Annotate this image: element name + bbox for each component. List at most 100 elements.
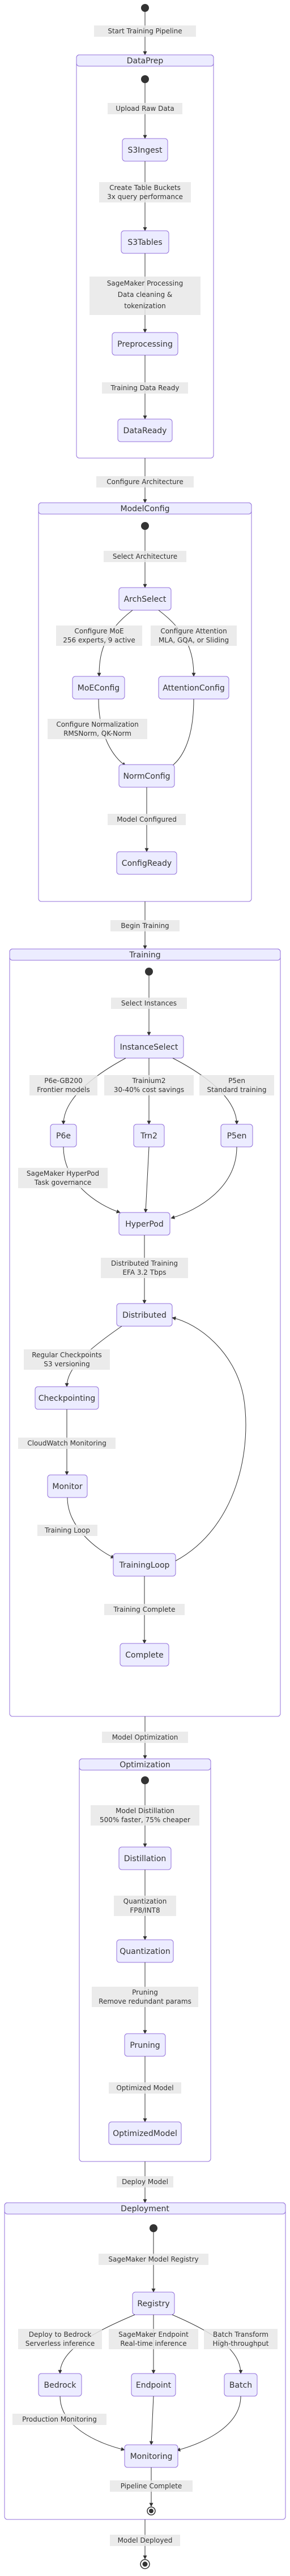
label-bg	[89, 277, 201, 315]
state-batch-label: Batch	[229, 2381, 252, 2390]
state-moeconfig-label: MoEConfig	[78, 684, 120, 693]
state-monitoring-label: Monitoring	[130, 2452, 173, 2461]
edge-label-checkpoints-2: S3 versioning	[44, 1360, 90, 1368]
edge-label-hyperpod-2: Task governance	[34, 1179, 91, 1186]
edge-label-start-training-pipeline: Start Training Pipeline	[108, 27, 182, 35]
edge-label-model-optimization: Model Optimization	[112, 1733, 178, 1741]
label-bg	[104, 551, 186, 562]
edge-label-distributed-2: EFA 3.2 Tbps	[122, 1268, 166, 1276]
label-bg	[48, 719, 147, 739]
composite-training-frame	[9, 948, 281, 1717]
edge-label-create-table-buckets-2: 3x query performance	[107, 193, 183, 201]
edge-label-configure-attention-1: Configure Attention	[160, 627, 227, 635]
edge-label-model-deployed: Model Deployed	[118, 2536, 173, 2544]
composite-training: Training	[9, 948, 281, 1717]
edge-p6e-hyperpod	[63, 1146, 121, 1214]
edge-label-configure-norm-1: Configure Normalization	[56, 720, 138, 728]
state-archselect[interactable]	[118, 587, 172, 611]
edge-label-trainium-1: Trainium2	[131, 1077, 165, 1085]
composite-deployment-title: Deployment	[121, 2204, 169, 2213]
label-bg	[18, 1168, 108, 1188]
state-p5en-label: P5en	[227, 1132, 247, 1141]
state-optimizedmodel[interactable]	[108, 2121, 182, 2145]
state-complete-label: Complete	[125, 1651, 163, 1660]
edge-label-configure-attention-2: MLA, GQA, or Sliding	[159, 636, 229, 644]
edge-moeconfig-normconfig	[98, 698, 126, 766]
state-trainingloop-label: TrainingLoop	[119, 1561, 170, 1570]
label-bg	[110, 2480, 193, 2492]
label-bg	[99, 182, 191, 202]
edge-label-registry: SageMaker Model Registry	[108, 2255, 198, 2263]
label-bg	[104, 1604, 185, 1615]
composite-dataprep-title: DataPrep	[127, 57, 164, 66]
state-trn2-label: Trn2	[140, 1132, 157, 1141]
edge-endpoint-monitoring	[149, 2396, 154, 2445]
composite-modelconfig: ModelConfig	[38, 502, 252, 902]
edge-label-p5en-2: Standard training	[207, 1086, 267, 1094]
state-registry-label: Registry	[137, 2299, 169, 2309]
edge-trainingloop-distributed-loop	[172, 1316, 246, 1561]
edge-bedrock-monitoring	[59, 2396, 125, 2451]
label-bg	[104, 1075, 194, 1095]
edge-label-sagemaker-processing-2: Data cleaning &	[118, 291, 172, 299]
label-bg	[12, 2414, 106, 2425]
composite-dataprep-header	[76, 54, 214, 67]
label-bg	[94, 25, 196, 37]
label-bg	[24, 1349, 110, 1370]
edge-label-prune-2: Remove redundant params	[99, 1997, 191, 2005]
label-bg	[18, 2329, 102, 2349]
label-bg	[29, 1075, 97, 1095]
edge-label-create-table-buckets-1: Create Table Buckets	[109, 184, 181, 192]
deployment-start-marker	[150, 2224, 157, 2232]
edge-label-distributed-1: Distributed Training	[111, 1259, 178, 1267]
label-bg	[91, 1805, 199, 1826]
state-distillation-label: Distillation	[124, 1854, 167, 1863]
state-s3tables-label: S3Tables	[127, 238, 162, 247]
state-distributed[interactable]	[116, 1303, 173, 1327]
label-bg	[199, 1075, 274, 1095]
edge-label-production-monitoring: Production Monitoring	[22, 2415, 97, 2423]
label-bg	[151, 625, 237, 646]
composite-deployment: Deployment	[4, 2202, 286, 2520]
edge-label-training-data-ready: Training Data Ready	[110, 384, 180, 392]
edge-trn2-hyperpod	[143, 1146, 150, 1213]
edge-label-configure-norm-2: RMSNorm, QK-Norm	[63, 730, 131, 737]
training-start-marker	[145, 968, 153, 976]
edge-label-configure-architecture: Configure Architecture	[106, 478, 183, 486]
edge-label-endpoint-2: Real-time inference	[120, 2340, 186, 2348]
modelconfig-start-marker	[141, 522, 149, 530]
state-dataready[interactable]	[117, 418, 173, 442]
edge-label-select-instances: Select Instances	[121, 999, 177, 1007]
state-complete[interactable]	[120, 1643, 169, 1667]
state-normconfig-label: NormConfig	[123, 772, 170, 781]
state-s3ingest-label: S3Ingest	[127, 146, 163, 155]
edge-label-deploy-model: Deploy Model	[122, 2178, 168, 2186]
state-distributed-label: Distributed	[122, 1311, 167, 1320]
label-bg	[18, 1438, 116, 1449]
label-bg	[56, 625, 142, 646]
label-bg	[111, 998, 187, 1009]
label-bg	[102, 1732, 188, 1743]
edge-p5en-hyperpod	[170, 1146, 237, 1219]
label-bg	[108, 103, 182, 114]
edge-label-distill-2: 500% faster, 75% cheaper	[100, 1816, 190, 1824]
edge-label-quant-2: FP8/INT8	[130, 1906, 160, 1914]
composite-optimization-title: Optimization	[120, 1761, 170, 1770]
dataprep-start-marker	[141, 75, 149, 83]
edge-label-training-complete: Training Complete	[113, 1606, 176, 1613]
optimization-start-marker	[141, 1776, 149, 1784]
edge-label-model-configured: Model Configured	[117, 815, 177, 823]
edge-label-distill-1: Model Distillation	[116, 1807, 174, 1815]
edge-label-begin-training: Begin Training	[121, 922, 169, 930]
edge-label-batch-1: Batch Transform	[213, 2331, 268, 2338]
label-bg	[110, 2535, 180, 2546]
edge-label-batch-2: High-throughput	[213, 2340, 269, 2348]
state-configready[interactable]	[116, 851, 177, 875]
edge-label-p6e-2: Frontier models	[37, 1086, 89, 1094]
state-p6e-label: P6e	[56, 1132, 71, 1141]
label-bg	[114, 1896, 176, 1916]
state-archselect-label: ArchSelect	[124, 595, 167, 604]
edge-label-optimized-model: Optimized Model	[116, 2084, 173, 2092]
state-configready-label: ConfigReady	[122, 859, 172, 868]
